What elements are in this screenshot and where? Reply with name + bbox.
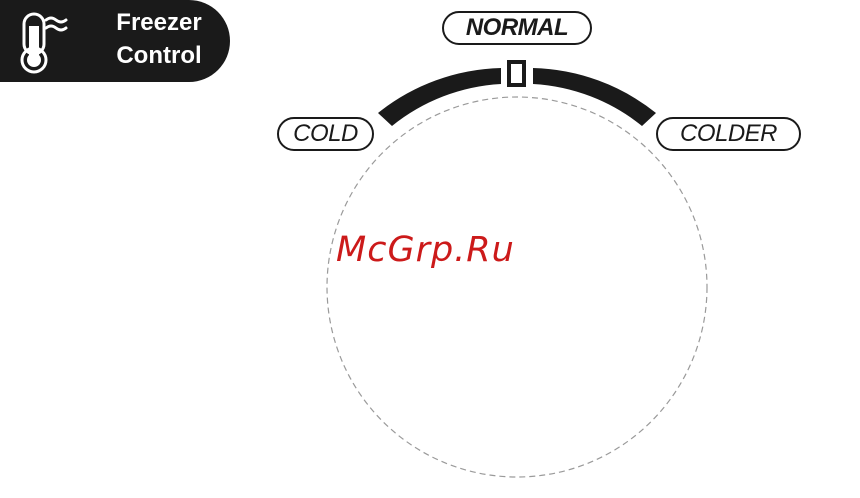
dial-arc-cold-segment xyxy=(378,68,501,126)
dial-label-colder: COLDER xyxy=(656,117,801,151)
watermark-text: McGrp.Ru xyxy=(336,230,515,270)
dial-label-normal: NORMAL xyxy=(442,11,592,45)
dial-normal-marker xyxy=(509,62,524,85)
dial-label-cold: COLD xyxy=(277,117,374,151)
dial-arc-colder-segment xyxy=(533,68,656,126)
dial-knob-outline xyxy=(327,97,707,477)
